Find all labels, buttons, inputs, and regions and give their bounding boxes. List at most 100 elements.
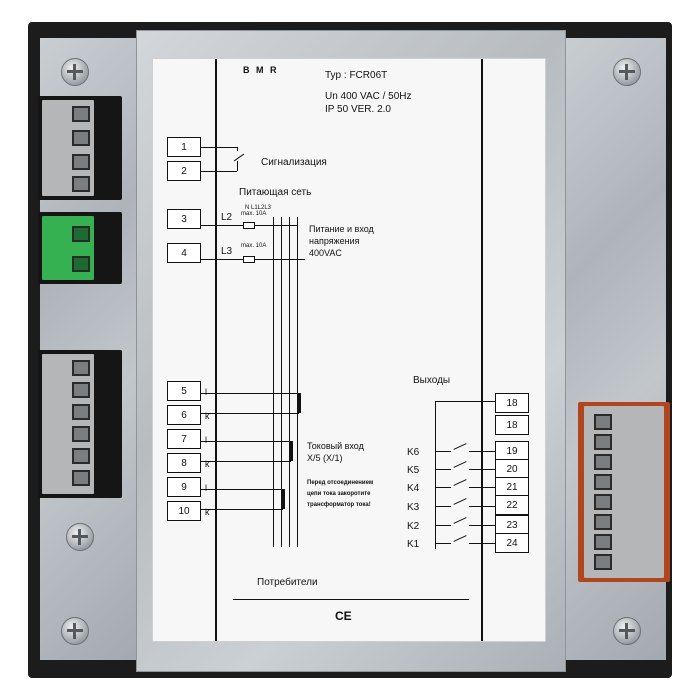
wire xyxy=(435,506,451,507)
warning-text: цепи тока закоротите xyxy=(307,491,371,497)
terminal-number: 6 xyxy=(167,405,201,425)
terminal-number: 2 xyxy=(167,161,201,181)
terminal-connector[interactable] xyxy=(42,354,94,494)
relay-label: K6 xyxy=(407,447,420,458)
relay-label: K2 xyxy=(407,521,420,532)
wire xyxy=(435,469,451,470)
ct-coil-icon xyxy=(290,441,293,461)
ct-marker: k xyxy=(205,411,210,421)
bus-labels: N L1L2L3 xyxy=(245,205,272,211)
terminal-slot[interactable] xyxy=(72,154,90,170)
wire xyxy=(435,543,451,544)
wire xyxy=(237,161,238,171)
wire xyxy=(201,489,283,490)
relay-contact-icon xyxy=(453,461,467,468)
ct-marker: k xyxy=(205,459,210,469)
terminal-slot[interactable] xyxy=(72,360,90,376)
wire xyxy=(469,543,495,544)
l3-label: L3 xyxy=(221,246,233,257)
fuse-rating: max. 10A xyxy=(241,243,267,249)
terminal-slot[interactable] xyxy=(594,414,612,430)
screw-icon xyxy=(61,58,89,86)
wire xyxy=(237,147,238,151)
screw-icon xyxy=(613,617,641,645)
wire xyxy=(435,525,451,526)
bus-line-l2 xyxy=(289,217,290,547)
terminal-number: 18 xyxy=(495,415,529,435)
terminal-block-outputs[interactable] xyxy=(578,402,670,582)
bus-line-n xyxy=(273,217,274,547)
wire xyxy=(201,171,237,172)
wire xyxy=(435,401,495,402)
terminal-block-alarm[interactable] xyxy=(38,96,122,200)
power-label: напряжения xyxy=(309,236,360,246)
power-label: Питание и вход xyxy=(309,224,374,234)
terminal-slot[interactable] xyxy=(72,426,90,442)
consumers-label: Потребители xyxy=(257,577,318,588)
screw-icon xyxy=(66,523,94,551)
terminal-slot[interactable] xyxy=(594,534,612,550)
terminal-slot[interactable] xyxy=(72,130,90,146)
terminal-slot[interactable] xyxy=(72,404,90,420)
wire xyxy=(201,393,299,394)
ce-mark-icon: CE xyxy=(335,609,352,623)
terminal-slot[interactable] xyxy=(594,514,612,530)
ct-marker: l xyxy=(205,435,207,445)
relay-contact-icon xyxy=(453,479,467,486)
terminal-number: 23 xyxy=(495,515,529,535)
divider-line xyxy=(233,599,469,600)
bus-line-l1 xyxy=(281,217,282,547)
ct-coil-icon xyxy=(282,489,285,509)
terminal-number: 4 xyxy=(167,243,201,263)
terminal-slot[interactable] xyxy=(594,554,612,570)
ct-marker: l xyxy=(205,387,207,397)
bus-line-l3 xyxy=(297,217,298,547)
terminal-number: 1 xyxy=(167,137,201,157)
relay-contact-icon xyxy=(453,498,467,505)
terminal-number: 5 xyxy=(167,381,201,401)
terminal-connector[interactable] xyxy=(42,216,94,280)
terminal-slot[interactable] xyxy=(594,494,612,510)
terminal-slot[interactable] xyxy=(72,470,90,486)
terminal-number: 19 xyxy=(495,441,529,461)
relay-label: K3 xyxy=(407,502,420,513)
alarm-contact-icon xyxy=(233,153,245,162)
screw-icon xyxy=(61,617,89,645)
fuse-rating: max. 10A xyxy=(241,211,267,217)
ip-line: IP 50 VER. 2.0 xyxy=(325,104,391,115)
power-label: 400VAC xyxy=(309,248,342,258)
relay-common-bus xyxy=(435,401,436,549)
divider-line xyxy=(481,59,483,641)
terminal-connector[interactable] xyxy=(42,100,94,196)
terminal-number: 8 xyxy=(167,453,201,473)
wire xyxy=(201,509,283,510)
supply-label: Питающая сеть xyxy=(239,187,312,198)
fuse-icon xyxy=(243,222,255,229)
terminal-slot[interactable] xyxy=(594,454,612,470)
terminal-slot[interactable] xyxy=(72,256,90,272)
terminal-number: 21 xyxy=(495,477,529,497)
warning-text: Перед отсоединением xyxy=(307,480,374,486)
terminal-slot[interactable] xyxy=(72,226,90,242)
wire xyxy=(469,506,495,507)
outputs-label: Выходы xyxy=(413,375,451,386)
terminal-slot[interactable] xyxy=(594,474,612,490)
terminal-connector[interactable] xyxy=(584,406,664,578)
wire xyxy=(469,487,495,488)
terminal-slot[interactable] xyxy=(72,106,90,122)
terminal-slot[interactable] xyxy=(72,176,90,192)
terminal-number: 22 xyxy=(495,495,529,515)
wire xyxy=(469,451,495,452)
terminal-block-supply[interactable] xyxy=(38,212,122,284)
terminal-slot[interactable] xyxy=(72,382,90,398)
relay-label: K1 xyxy=(407,539,420,550)
terminal-slot[interactable] xyxy=(72,448,90,464)
terminal-slot[interactable] xyxy=(594,434,612,450)
relay-contact-icon xyxy=(453,443,467,450)
terminal-number: 24 xyxy=(495,533,529,553)
terminal-block-current[interactable] xyxy=(38,350,122,498)
ct-marker: l xyxy=(205,483,207,493)
brand-logo: B M R xyxy=(243,65,279,75)
wire xyxy=(469,525,495,526)
l2-label: L2 xyxy=(221,212,233,223)
